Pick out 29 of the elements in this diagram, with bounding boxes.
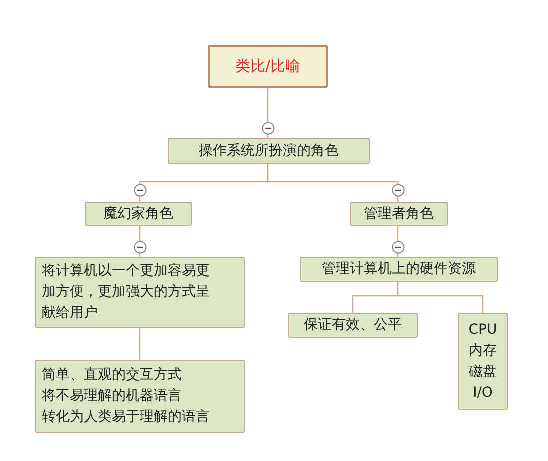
topic-text: I/O: [473, 384, 493, 402]
topic-text: 操作系统所扮演的角色: [199, 142, 339, 160]
topic-text: 魔幻家角色: [104, 204, 174, 224]
connector-line: [397, 226, 399, 257]
topic-text: 管理者角色: [364, 204, 434, 224]
topic-text: 内存: [469, 342, 497, 360]
topic-box: [168, 138, 370, 164]
topic-text: 将不易理解的机器语言: [42, 387, 182, 406]
topic-text: 将计算机以一个更加容易更加方便，更加强大的方式呈献给用户: [42, 262, 211, 323]
topic-text: CPU: [468, 320, 498, 340]
topic-text: 类比/比喻: [235, 56, 301, 77]
topic-text: 保证有效、公平: [304, 316, 402, 335]
topic-text: 简单、直观的交互方式: [42, 366, 182, 385]
topic-box: [288, 313, 418, 338]
connector-line: [139, 328, 141, 360]
topic-box: [458, 313, 508, 410]
connector-line: [139, 226, 141, 257]
root-topic-box: [208, 45, 328, 88]
topic-text: 管理计算机上的硬件资源: [322, 260, 476, 279]
topic-text: 转化为人类易于理解的语言: [42, 408, 210, 427]
topic-box: [350, 202, 448, 226]
connector-line: [267, 164, 399, 202]
topic-box: [35, 257, 245, 328]
topic-box: [35, 360, 245, 433]
topic-text: 磁盘: [469, 362, 497, 382]
topic-box: [300, 257, 498, 282]
connector-line: [267, 88, 269, 138]
connector-line: [397, 282, 484, 313]
topic-box: [85, 202, 192, 226]
